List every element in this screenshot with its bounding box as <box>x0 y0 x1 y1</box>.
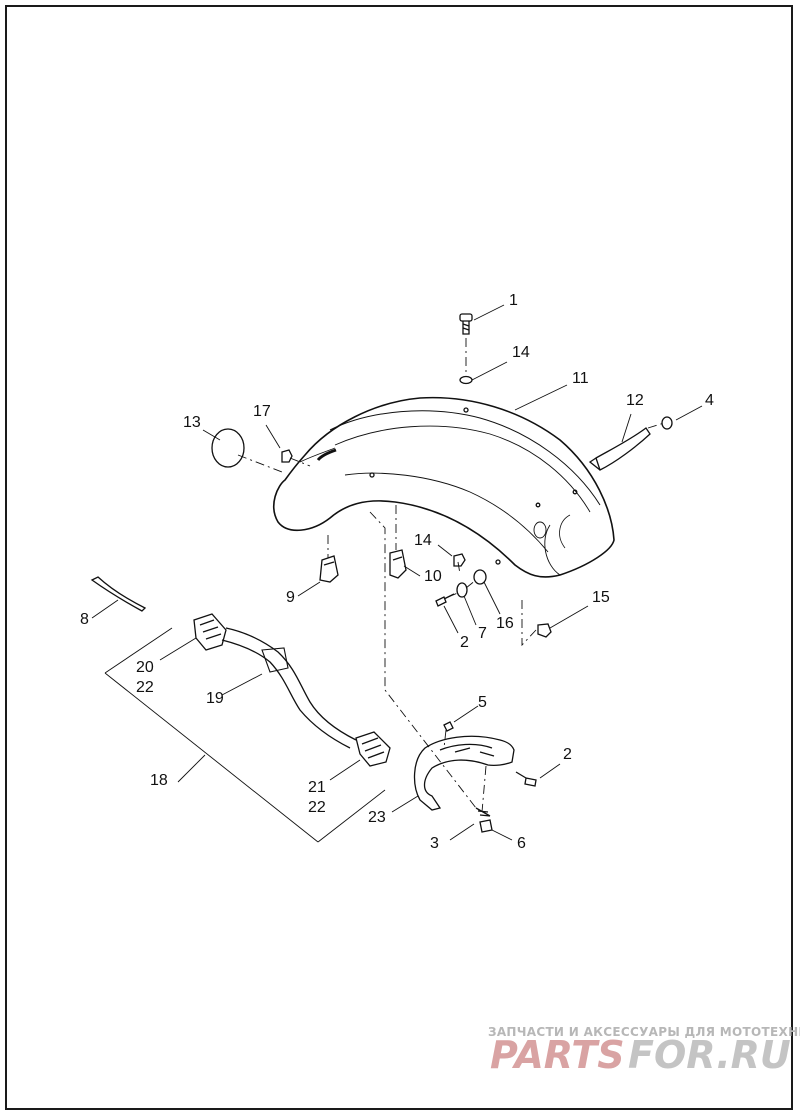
strip-part-12 <box>588 427 651 471</box>
callout-16: 16 <box>496 615 514 632</box>
cap-part-13 <box>211 428 245 468</box>
callout-4: 4 <box>705 392 714 409</box>
rear-fender <box>273 396 615 578</box>
callout-5: 5 <box>478 694 487 711</box>
callout-8: 8 <box>80 611 89 628</box>
callout-22-upper: 22 <box>136 679 154 696</box>
clip-part-9 <box>319 555 339 583</box>
callout-6: 6 <box>517 835 526 852</box>
bracket-part-23 <box>413 735 515 811</box>
spacer-part-7 <box>456 582 468 598</box>
screw-part-1 <box>459 313 473 335</box>
cable-tie-part-8 <box>90 576 147 612</box>
pin-part-6 <box>479 819 493 833</box>
nut-part-15 <box>537 623 552 638</box>
callout-14-top: 14 <box>512 344 530 361</box>
washer-part-14-top <box>459 375 473 385</box>
watermark-tagline: ЗАПЧАСТИ И АКСЕССУАРЫ ДЛЯ МОТОТЕХНИКИ <box>488 1025 800 1039</box>
callout-2-lower: 2 <box>563 746 572 763</box>
watermark-logo-left: PARTS <box>490 1033 625 1077</box>
callout-14-mid: 14 <box>414 532 432 549</box>
callout-7: 7 <box>478 625 487 642</box>
nut-part-14 <box>453 553 466 567</box>
callout-22-lower: 22 <box>308 799 326 816</box>
clip-part-10 <box>389 549 407 579</box>
callout-23: 23 <box>368 809 386 826</box>
callout-11: 11 <box>572 370 589 387</box>
callout-13: 13 <box>183 414 201 431</box>
callout-20: 20 <box>136 659 154 676</box>
watermark-logo-right: FOR.RU <box>628 1033 791 1077</box>
harness-part-19 <box>193 613 391 767</box>
callout-2-mid: 2 <box>460 634 469 651</box>
callout-9: 9 <box>286 589 295 606</box>
callout-21: 21 <box>308 779 326 796</box>
screw-part-2-lower <box>515 771 537 787</box>
callout-17: 17 <box>253 403 271 420</box>
spring-part-3 <box>475 807 491 817</box>
washer-part-16 <box>473 569 487 585</box>
nut-part-17 <box>281 449 293 463</box>
screw-part-5 <box>443 721 454 732</box>
watermark: ЗАПЧАСТИ И АКСЕССУАРЫ ДЛЯ МОТОТЕХНИКИ PA… <box>488 1025 800 1077</box>
drawing-frame <box>5 5 793 1110</box>
assembly-lines <box>237 338 665 813</box>
washer-part-4 <box>661 416 673 430</box>
callouts: 1 14 11 12 4 13 17 14 10 9 8 7 16 15 2 2… <box>80 292 714 852</box>
callout-15: 15 <box>592 589 610 606</box>
callout-3: 3 <box>430 835 439 852</box>
callout-19: 19 <box>206 690 224 707</box>
callout-12: 12 <box>626 392 644 409</box>
callout-1: 1 <box>509 292 518 309</box>
leader-lines <box>91 304 703 843</box>
callout-18: 18 <box>150 772 168 789</box>
callout-10: 10 <box>424 568 442 585</box>
